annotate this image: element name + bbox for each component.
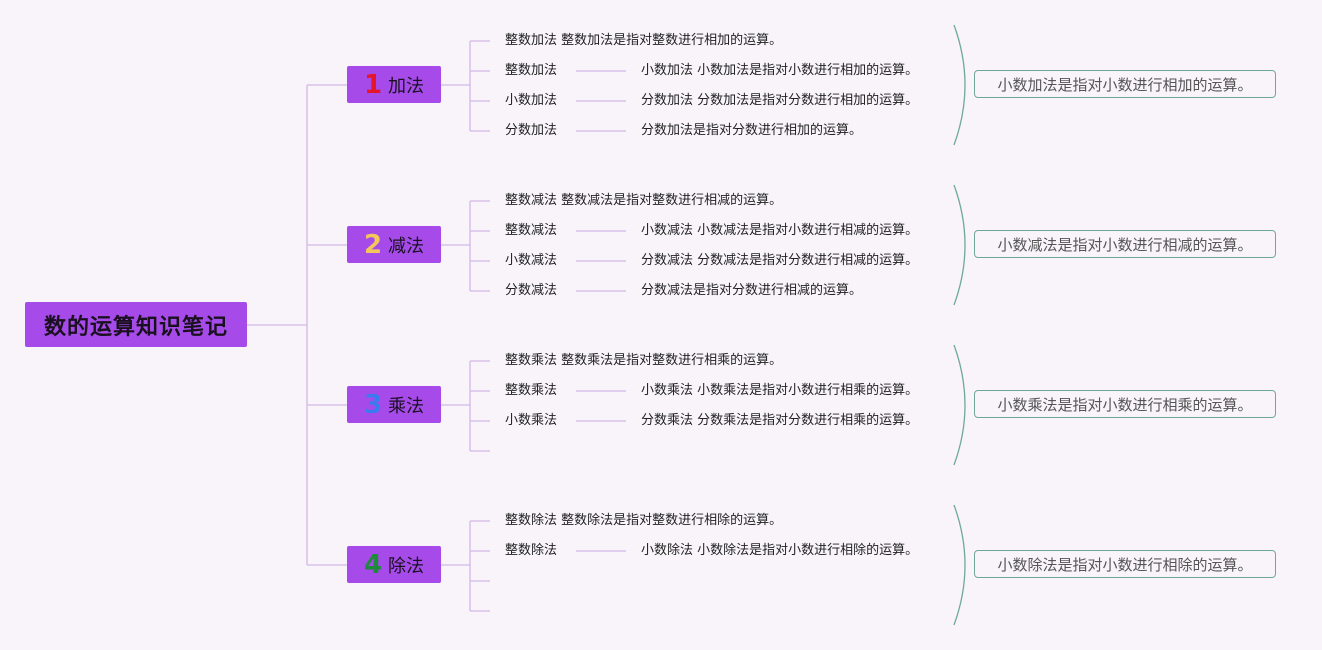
- leaf-text[interactable]: 整数加法: [505, 63, 558, 78]
- leaf-text[interactable]: 分数减法 分数减法是指对分数进行相减的运算。: [641, 253, 919, 268]
- branch-number: 1: [363, 69, 383, 100]
- summary-bracket-2: [953, 184, 966, 306]
- summary-box-1[interactable]: 小数加法是指对小数进行相加的运算。: [974, 70, 1276, 98]
- leaf-text[interactable]: 分数乘法 分数乘法是指对分数进行相乘的运算。: [641, 413, 919, 428]
- leaf-text[interactable]: 小数加法: [505, 93, 558, 108]
- branch-number: 4: [363, 549, 383, 580]
- leaf-text[interactable]: 分数减法是指对分数进行相减的运算。: [641, 283, 863, 298]
- leaf-text[interactable]: 整数乘法 整数乘法是指对整数进行相乘的运算。: [505, 353, 783, 368]
- leaf-text[interactable]: 整数乘法: [505, 383, 558, 398]
- leaf-text[interactable]: 分数加法 分数加法是指对分数进行相加的运算。: [641, 93, 919, 108]
- leaf-text[interactable]: 整数除法: [505, 543, 558, 558]
- leaf-text[interactable]: 分数加法: [505, 123, 558, 138]
- summary-box-4[interactable]: 小数除法是指对小数进行相除的运算。: [974, 550, 1276, 578]
- leaf-text[interactable]: 整数减法 整数减法是指对整数进行相减的运算。: [505, 193, 783, 208]
- leaf-text[interactable]: 小数减法: [505, 253, 558, 268]
- branch-label: 乘法: [388, 395, 425, 417]
- leaf-text[interactable]: 小数乘法 小数乘法是指对小数进行相乘的运算。: [641, 383, 919, 398]
- leaf-text[interactable]: 整数加法 整数加法是指对整数进行相加的运算。: [505, 33, 783, 48]
- summary-bracket-3: [953, 344, 966, 466]
- root-topic[interactable]: 数的运算知识笔记: [25, 302, 247, 347]
- leaf-text[interactable]: 小数除法 小数除法是指对小数进行相除的运算。: [641, 543, 919, 558]
- leaf-text[interactable]: 整数减法: [505, 223, 558, 238]
- summary-box-2[interactable]: 小数减法是指对小数进行相减的运算。: [974, 230, 1276, 258]
- summary-bracket-1: [953, 24, 966, 146]
- branch-label: 减法: [388, 235, 425, 257]
- summary-bracket-4: [953, 504, 966, 626]
- branch-label: 除法: [388, 555, 425, 577]
- branch-number: 2: [363, 229, 383, 260]
- leaf-text[interactable]: 小数加法 小数加法是指对小数进行相加的运算。: [641, 63, 919, 78]
- leaf-text[interactable]: 分数减法: [505, 283, 558, 298]
- summary-box-3[interactable]: 小数乘法是指对小数进行相乘的运算。: [974, 390, 1276, 418]
- branch-number: 3: [363, 389, 383, 420]
- leaf-text[interactable]: 小数乘法: [505, 413, 558, 428]
- leaf-text[interactable]: 小数减法 小数减法是指对小数进行相减的运算。: [641, 223, 919, 238]
- leaf-text[interactable]: 整数除法 整数除法是指对整数进行相除的运算。: [505, 513, 783, 528]
- branch-label: 加法: [388, 75, 425, 97]
- leaf-text[interactable]: 分数加法是指对分数进行相加的运算。: [641, 123, 863, 138]
